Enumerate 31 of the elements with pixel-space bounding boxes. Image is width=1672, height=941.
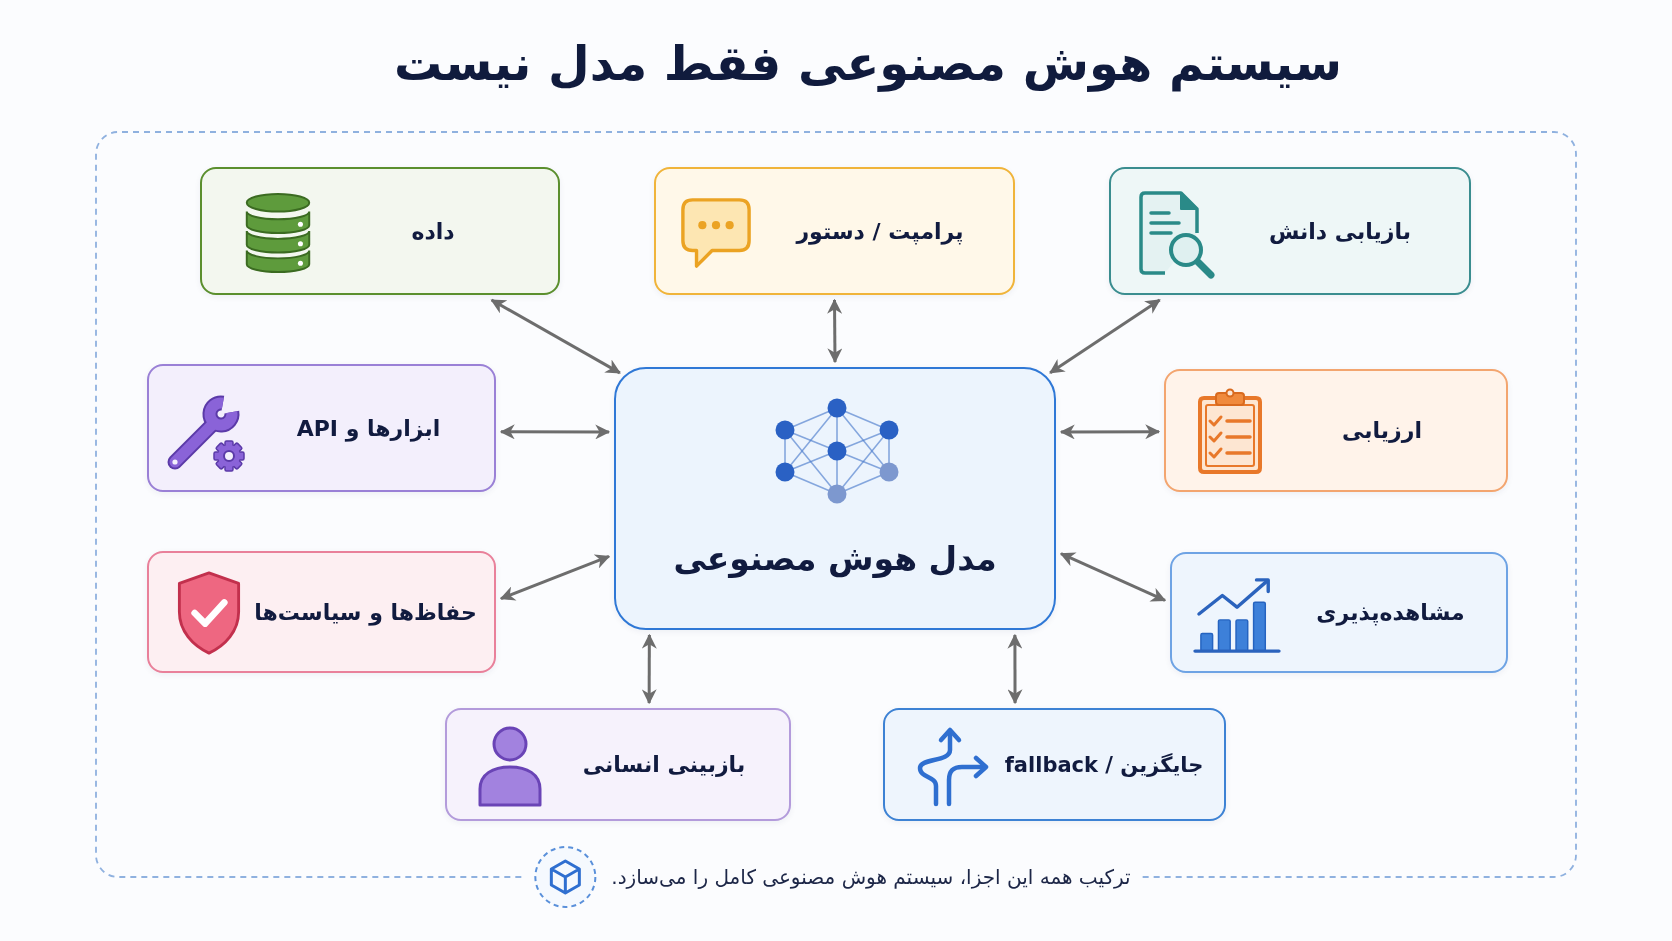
component-box [1170,552,1508,673]
component-box [1109,167,1471,295]
component-box [1164,369,1508,492]
central-model-box [614,367,1056,630]
component-box [147,364,496,492]
double-arrow [1007,633,1023,705]
caption: ترکیب همه این اجزا، سیستم هوش مصنوعی کامل را می‌سازد. [611,865,1131,889]
node-label: داده [411,218,455,244]
double-arrow [1059,424,1161,440]
node-label: ارزیابی [1342,418,1422,443]
component-box [445,708,791,821]
node-label: مشاهده‌پذیری [1316,600,1465,625]
double-arrow [1059,552,1167,602]
node-label: پرامپت / دستور [796,218,964,244]
double-arrow [1049,298,1161,375]
node-label: بازیابی دانش [1268,218,1412,244]
node-label: مدل هوش مصنوعی [673,539,997,578]
double-arrow [490,298,621,375]
component-box [147,551,496,673]
double-arrow [827,298,843,364]
component-box [883,708,1226,821]
double-arrow [499,424,611,440]
double-arrow [499,554,611,601]
node-label: حفاظ‌ها و سیاست‌ها [254,599,477,625]
node-label: بازبینی انسانی [582,752,746,777]
component-box [200,167,560,295]
node-label: ابزارها و API [296,415,441,441]
node-label: جایگزین / fallback [1004,752,1204,777]
component-box [654,167,1015,295]
title: سیستم هوش مصنوعی فقط مدل نیست [394,34,1342,94]
double-arrow [641,633,657,705]
